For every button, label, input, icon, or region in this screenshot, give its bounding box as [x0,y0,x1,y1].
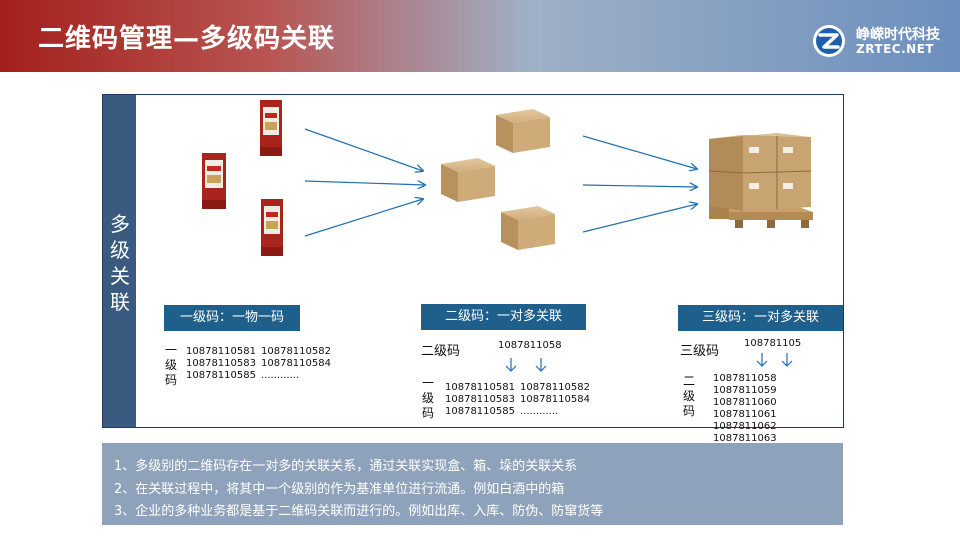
bottle-box-1 [260,100,282,156]
down-arrow-icon [505,358,517,372]
arrows-level2 [582,135,697,233]
association-diagram: 多级关联 [102,94,844,456]
side-label: 多级关联 [110,212,130,314]
carton-1 [496,109,550,153]
carton-3 [501,206,555,250]
company-logo: 峥嵘时代科技 ZRTEC.NET [812,22,952,58]
carton-2 [441,158,495,202]
level3-label: 三级码 [680,344,720,359]
header-banner: 二维码管理—多级码关联 峥嵘时代科技 ZRTEC.NET [0,0,960,72]
level3-code: 108781105 [744,338,802,349]
notes-panel: 1、多级别的二维码存在一对多的关联关系，通过关联实现盒、箱、垛的关联关系 2、在… [102,443,843,525]
note-3: 3、企业的多种业务都是基于二维码关联而进行的。例如出库、入库、防伪、防窜货等 [114,504,604,519]
level3-title-box: 三级码：一对多关联 [678,305,843,331]
code-row: 10878110585............ [445,406,559,417]
level2-vertical-label: 一级码 [422,376,435,420]
level1-title-box: 一级码：一物一码 [164,305,300,331]
logo-icon [813,25,845,57]
pallet [708,133,813,228]
side-bar: 多级关联 [103,95,136,427]
note-1: 1、多级别的二维码存在一对多的关联关系，通过关联实现盒、箱、垛的关联关系 [114,459,578,474]
down-arrow-icon [756,353,768,367]
code-row: 10878110581087811059 [713,373,777,396]
down-arrow-icon [781,353,793,367]
level1-vertical-label: 一级码 [165,343,178,387]
illustration [202,100,813,256]
logo-english-name: ZRTEC.NET [856,42,935,56]
arrows-level1 [304,128,425,237]
page-title: 二维码管理—多级码关联 [38,24,336,54]
down-arrow-icon [535,358,547,372]
code-row: 10878110585............ [186,370,300,381]
code-row: 10878110621087811063 [713,421,777,444]
bottle-box-3 [261,199,283,256]
code-row: 10878110601087811061 [713,397,777,420]
level2-title-box: 二级码：一对多关联 [421,304,586,330]
level2-label: 二级码 [421,344,461,359]
logo-chinese-name: 峥嵘时代科技 [856,27,940,43]
bottle-box-2 [202,153,226,209]
note-2: 2、在关联过程中，将其中一个级别的作为基准单位进行流通。例如白酒中的箱 [114,482,565,497]
level2-code: 1087811058 [498,340,562,351]
level3-vertical-label: 二级码 [683,374,696,418]
